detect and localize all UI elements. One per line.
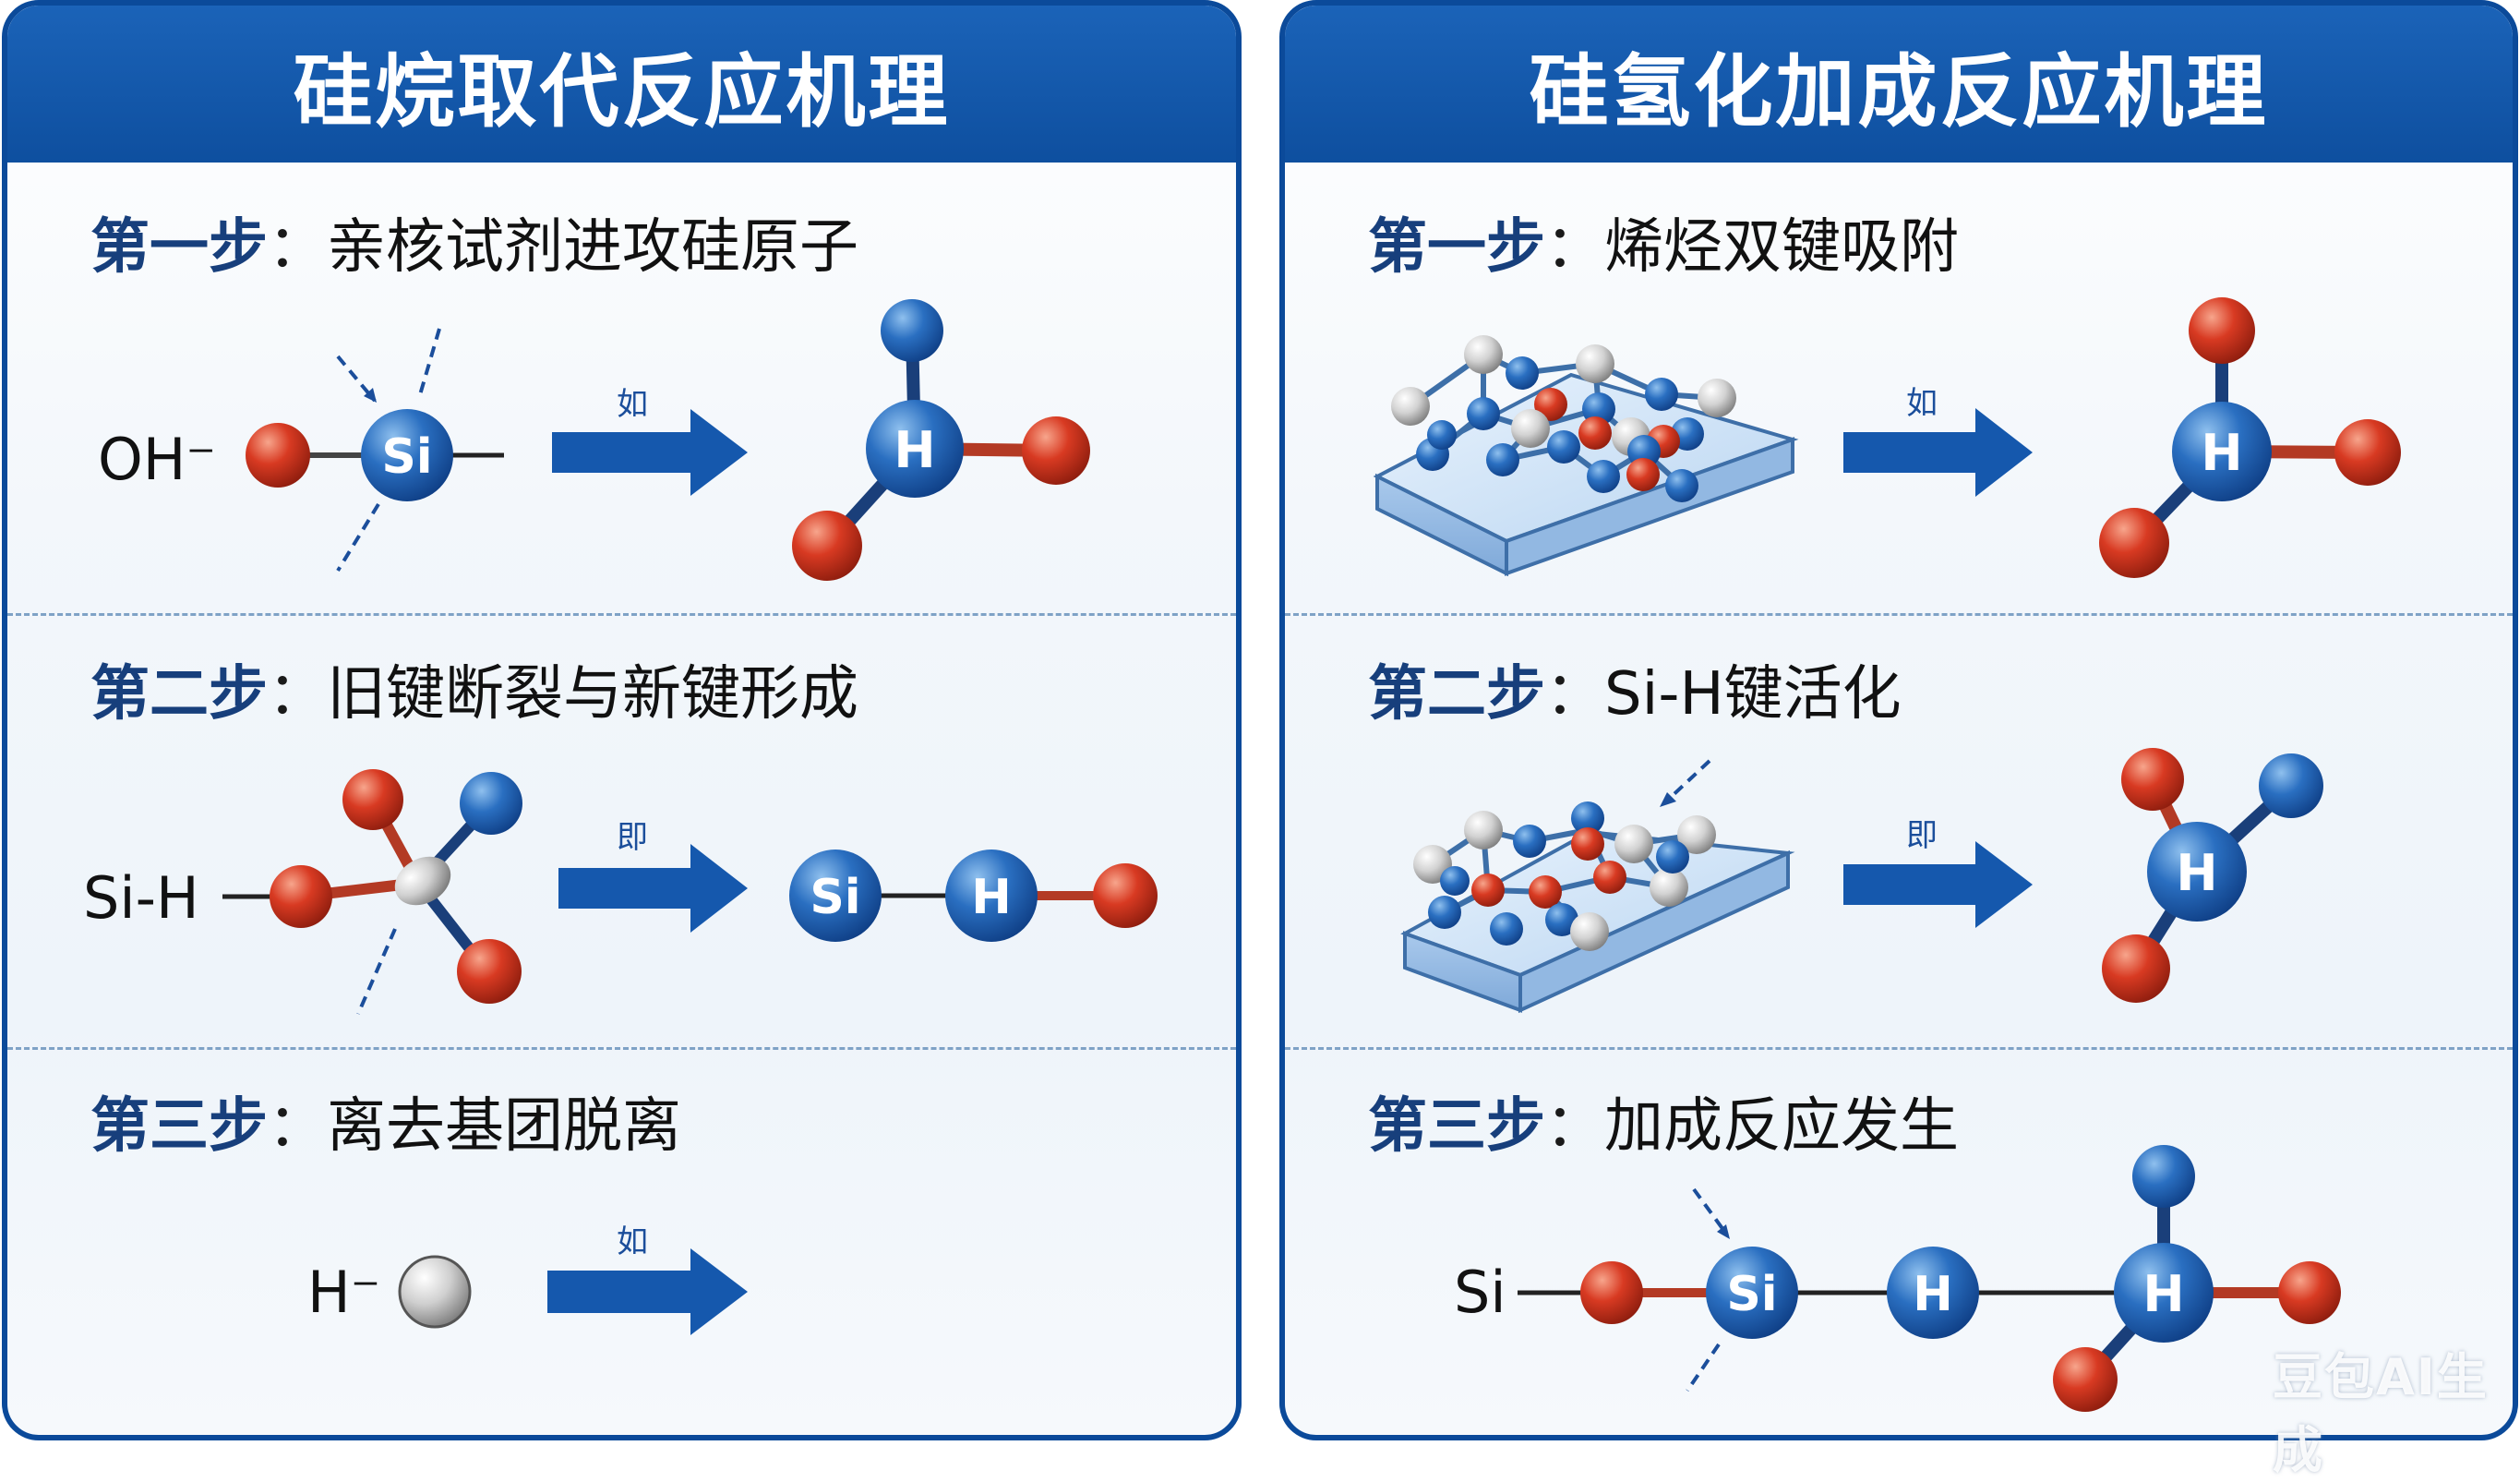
- step-divider: [7, 1047, 1236, 1050]
- adsorbed-atoms: [1413, 801, 1716, 951]
- attack-arrow: [336, 355, 377, 403]
- hydrosilylation-panel: 硅氢化加成反应机理 第一步：烯烃双键吸附 第二步：Si-H键活化 第三步：加成反…: [1279, 0, 2518, 1440]
- leaving-group-atom: [398, 1255, 472, 1329]
- transition-silicon: [394, 856, 451, 906]
- silicon-atom-label: Si: [381, 429, 432, 485]
- red-atom: [342, 769, 403, 830]
- red-atom: [2102, 934, 2170, 1003]
- hydrogen-atom: [866, 400, 964, 498]
- silicon-atom: [1706, 1247, 1798, 1339]
- right-step-1-heading: 第一步：烯烃双键吸附: [1368, 213, 1959, 282]
- step-divider: [1285, 613, 2513, 616]
- left-step-2-heading: 第二步：旧键断裂与新键形成: [90, 660, 858, 729]
- red-atom: [270, 865, 332, 928]
- right-step-2-heading: 第二步：Si-H键活化: [1368, 660, 1902, 729]
- hydrogen-atom-label: H: [2142, 1265, 2184, 1323]
- hydrogen-atom-label: H: [2201, 424, 2242, 482]
- reaction-arrow: [558, 844, 748, 933]
- red-atom: [1093, 863, 1158, 928]
- silicon-label: Si: [1454, 1259, 1506, 1326]
- substitution-banner: 硅烷取代反应机理: [7, 6, 1236, 163]
- reaction-arrow: [1843, 841, 2033, 928]
- hydrogen-atom: [1887, 1247, 1979, 1339]
- substitution-diagram: OH⁻ Si 如 H Si-H 即: [83, 299, 1158, 1335]
- hydrogen-atom: [2172, 402, 2272, 501]
- hydrosilylation-banner: 硅氢化加成反应机理: [1285, 6, 2513, 163]
- substitution-title: 硅烷取代反应机理: [293, 45, 951, 139]
- hydrogen-atom: [2114, 1243, 2214, 1343]
- attack-arrow: [1664, 759, 1711, 803]
- red-atom: [2053, 1347, 2118, 1412]
- arrow-label: 即: [617, 819, 648, 856]
- silicon-atom-label: Si: [810, 870, 860, 925]
- adsorbed-atoms: [1391, 335, 1736, 502]
- blue-atom: [2132, 1145, 2195, 1208]
- hydrogen-atom-label: H: [971, 870, 1012, 925]
- blue-atom: [460, 772, 522, 835]
- silicon-atom: [789, 849, 882, 942]
- catalyst-surface: [1373, 372, 1799, 577]
- red-atom: [2099, 508, 2169, 578]
- silicon-atom-label: Si: [1726, 1267, 1777, 1322]
- hydrogen-atom-label: H: [894, 421, 935, 479]
- dashed-bond: [356, 928, 397, 1015]
- right-step-3-heading: 第三步：加成反应发生: [1368, 1092, 1959, 1161]
- hydrosilylation-diagram: 如 H: [1373, 297, 2401, 1412]
- attack-arrow: [1692, 1187, 1728, 1235]
- hydrosilylation-title: 硅氢化加成反应机理: [1529, 45, 2269, 139]
- red-atom: [792, 511, 862, 581]
- reaction-arrow: [1843, 408, 2033, 497]
- oxygen-atom: [246, 423, 310, 488]
- red-atom: [2121, 748, 2184, 811]
- silicon-atom: [361, 409, 453, 501]
- left-step-1-heading: 第一步：亲核试剂进攻硅原子: [90, 213, 858, 282]
- red-atom: [2334, 419, 2401, 486]
- dashed-bond: [336, 502, 380, 572]
- red-atom: [457, 939, 522, 1004]
- hydrogen-atom-label: H: [1913, 1267, 1953, 1322]
- dashed-bond: [417, 328, 441, 399]
- left-step-3-heading: 第三步：离去基团脱离: [90, 1092, 681, 1161]
- attack-arrow-head: [1660, 792, 1676, 807]
- hydride-label: H⁻: [307, 1259, 380, 1326]
- blue-atom: [2259, 753, 2323, 818]
- arrow-label: 如: [617, 1223, 648, 1260]
- arrow-label: 即: [1906, 817, 1938, 854]
- hydroxide-label: OH⁻: [98, 426, 216, 493]
- step-divider: [7, 613, 1236, 616]
- red-atom: [2189, 297, 2255, 364]
- watermark: 豆包AI生成: [2273, 1348, 2489, 1479]
- dashed-bond: [1686, 1343, 1721, 1392]
- red-atom: [2278, 1261, 2341, 1324]
- attack-arrow-head: [364, 388, 377, 403]
- reaction-arrow: [552, 409, 748, 496]
- silane-label: Si-H: [83, 864, 199, 932]
- hydrogen-atom: [945, 849, 1038, 942]
- hydrogen-atom: [2147, 822, 2247, 922]
- blue-atom: [881, 299, 943, 362]
- reaction-arrow: [547, 1248, 748, 1335]
- arrow-label: 如: [617, 386, 648, 423]
- hydrogen-atom-label: H: [2176, 844, 2217, 902]
- red-atom: [1022, 416, 1090, 485]
- attack-arrow-head: [1717, 1224, 1730, 1239]
- red-atom: [1580, 1261, 1643, 1324]
- substitution-panel: 硅烷取代反应机理 第一步：亲核试剂进攻硅原子 第二步：旧键断裂与新键形成 第三步…: [2, 0, 1242, 1440]
- arrow-label: 如: [1906, 385, 1938, 422]
- step-divider: [1285, 1047, 2513, 1050]
